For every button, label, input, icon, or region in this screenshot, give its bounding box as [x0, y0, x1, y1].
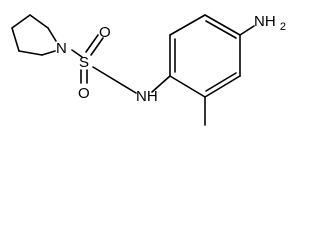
bond-c3-n	[47, 27, 57, 42]
bond-c2-c3	[29, 14, 49, 29]
bond-ar-c2-c3	[169, 14, 206, 36]
bond-s-o-upper-a	[85, 34, 99, 53]
bond-s-o-lower-double	[80, 69, 88, 84]
bond-nh-c1	[151, 75, 171, 93]
bond-s-o-upper-double	[85, 34, 104, 56]
pyrrolidine-ring	[11, 14, 57, 56]
bond-n-s	[71, 49, 83, 58]
bond-c5-n	[41, 50, 56, 56]
bond-ar-c5-c6	[204, 75, 241, 98]
bond-ar-c5-c6-inner	[205, 72, 237, 92]
bond-ar-c3-c4-inner	[205, 20, 237, 39]
chemical-structure: N S O O NH NH 2	[11, 13, 286, 126]
bond-ar-c3-c4	[204, 14, 241, 36]
benzene-ring	[169, 14, 241, 98]
bond-s-o-upper-b	[90, 37, 104, 56]
atom-label-n-pyrrolidine: N	[56, 40, 67, 57]
bond-ar-c6-c1	[169, 75, 206, 98]
atom-label-o-lower: O	[78, 85, 90, 102]
bond-c4-nh2	[239, 25, 255, 36]
atom-label-o-upper: O	[99, 24, 111, 41]
bond-c4-c5	[18, 50, 43, 56]
atom-label-nh2-main: NH	[254, 13, 276, 30]
atom-label-nh2: NH 2	[254, 13, 286, 33]
atom-label-s: S	[79, 54, 89, 71]
atom-label-nh-amide: NH	[136, 88, 158, 105]
bond-s-nh	[92, 66, 137, 94]
bond-c1-c2	[11, 14, 31, 29]
bond-c1-c4	[11, 27, 20, 52]
atom-label-nh2-subscript: 2	[280, 21, 286, 33]
